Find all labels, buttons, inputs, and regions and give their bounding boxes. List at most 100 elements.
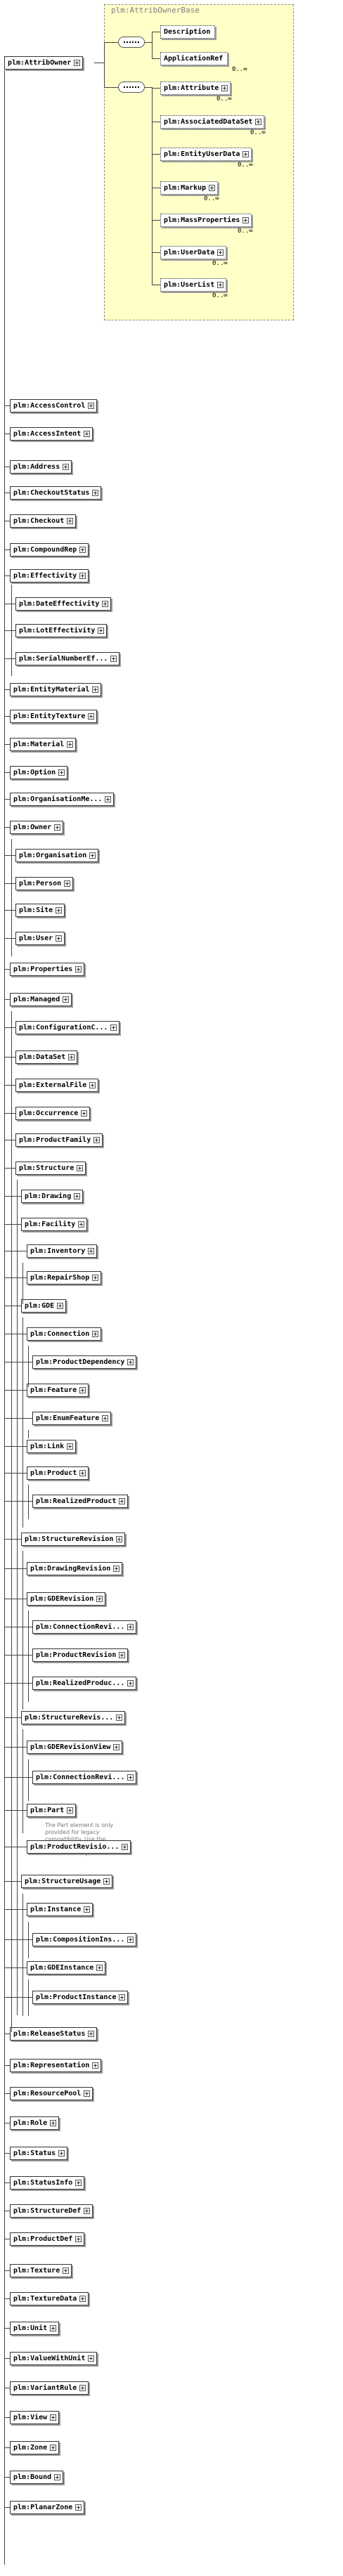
type-plm-gdeinstance[interactable]: plm:GDEInstance [27,1961,106,1975]
type-plm-productdef[interactable]: plm:ProductDef [10,2232,85,2246]
type-plm-massproperties[interactable]: plm:MassProperties [160,214,252,227]
type-plm-releasestatus[interactable]: plm:ReleaseStatus [10,2027,98,2041]
expand-icon[interactable] [122,1844,129,1850]
expand-icon[interactable] [93,1137,101,1143]
expand-icon[interactable] [79,1470,86,1476]
expand-icon[interactable] [96,1965,103,1971]
type-plm-valuewithunit[interactable]: plm:ValueWithUnit [10,2352,98,2365]
type-plm-drawing[interactable]: plm:Drawing [21,1190,84,1203]
type-plm-externalfile[interactable]: plm:ExternalFile [15,1079,99,1092]
expand-icon[interactable] [116,1536,123,1542]
expand-icon[interactable] [74,1193,81,1199]
expand-icon[interactable] [50,2445,57,2451]
type-plm-effectivity[interactable]: plm:Effectivity [10,569,89,583]
expand-icon[interactable] [89,1082,96,1088]
expand-icon[interactable] [58,2150,65,2157]
expand-icon[interactable] [50,2120,57,2126]
expand-icon[interactable] [102,1415,109,1422]
expand-icon[interactable] [116,1715,123,1721]
type-plm-realizedproduc[interactable]: plm:RealizedProduc... [32,1677,137,1690]
expand-icon[interactable] [103,1878,110,1885]
type-plm-structurerevis[interactable]: plm:StructureRevis... [21,1711,126,1724]
type-plm-site[interactable]: plm:Site [15,904,65,917]
expand-icon[interactable] [75,2504,82,2511]
type-plm-owner[interactable]: plm:Owner [10,821,64,834]
type-plm-attribute[interactable]: plm:Attribute [160,82,231,95]
expand-icon[interactable] [56,935,63,942]
expand-icon[interactable] [78,1221,85,1228]
expand-icon[interactable] [92,2062,99,2069]
type-plm-checkout[interactable]: plm:Checkout [10,514,77,528]
expand-icon[interactable] [54,2474,61,2480]
type-plm-userdata[interactable]: plm:UserData [160,246,227,259]
type-plm-planarzone[interactable]: plm:PlanarZone [10,2501,85,2514]
expand-icon[interactable] [242,151,250,157]
type-plm-accessintent[interactable]: plm:AccessIntent [10,427,93,441]
expand-icon[interactable] [84,2208,91,2214]
expand-icon[interactable] [75,2236,82,2242]
expand-icon[interactable] [89,852,96,859]
type-plm-bound[interactable]: plm:Bound [10,2471,64,2484]
type-plm-instance[interactable]: plm:Instance [27,1903,93,1916]
expand-icon[interactable] [113,1566,120,1572]
expand-icon[interactable] [255,119,262,125]
type-plm-structurerevision[interactable]: plm:StructureRevision [21,1533,126,1546]
type-plm-enumfeature[interactable]: plm:EnumFeature [32,1412,112,1425]
type-plm-connection[interactable]: plm:Connection [27,1327,102,1341]
type-plm-unit[interactable]: plm:Unit [10,2322,60,2335]
type-plm-productrevision[interactable]: plm:ProductRevision [32,1648,129,1662]
type-plm-feature[interactable]: plm:Feature [27,1384,89,1397]
type-plm-part[interactable]: plm:Part [27,1804,77,1817]
expand-icon[interactable] [84,2090,91,2097]
expand-icon[interactable] [79,2296,86,2302]
type-plm-link[interactable]: plm:Link [27,1440,77,1453]
expand-icon[interactable] [92,1331,99,1337]
expand-icon[interactable] [127,1937,134,1943]
expand-icon[interactable] [242,217,250,223]
type-applicationref[interactable]: ApplicationRef [160,52,228,65]
expand-icon[interactable] [98,627,105,634]
type-plm-connectionrevi[interactable]: plm:ConnectionRevi... [32,1771,137,1784]
expand-icon[interactable] [67,1443,74,1450]
type-plm-representation[interactable]: plm:Representation [10,2059,102,2072]
type-plm-checkoutstatus[interactable]: plm:CheckoutStatus [10,486,102,500]
type-plm-dataset[interactable]: plm:DataSet [15,1050,78,1064]
expand-icon[interactable] [54,824,61,831]
type-plm-resourcepool[interactable]: plm:ResourcePool [10,2087,93,2100]
type-plm-productrevisio[interactable]: plm:ProductRevisio... [27,1840,131,1854]
type-plm-serialnumberef[interactable]: plm:SerialNumberEf... [15,652,120,665]
expand-icon[interactable] [67,741,74,748]
type-plm-occurrence[interactable]: plm:Occurrence [15,1107,91,1120]
expand-icon[interactable] [105,796,112,802]
type-plm-realizedproduct[interactable]: plm:RealizedProduct [32,1495,129,1508]
expand-icon[interactable] [119,1652,126,1658]
type-plm-texture[interactable]: plm:Texture [10,2264,72,2277]
expand-icon[interactable] [88,1248,95,1254]
type-plm-material[interactable]: plm:Material [10,738,77,751]
expand-icon[interactable] [217,282,224,288]
type-plm-entitymaterial[interactable]: plm:EntityMaterial [10,683,102,696]
expand-icon[interactable] [84,1906,91,1913]
type-plm-entitytexture[interactable]: plm:EntityTexture [10,710,98,723]
type-plm-configurationc[interactable]: plm:ConfigurationC... [15,1021,120,1034]
expand-icon[interactable] [50,2325,57,2331]
type-plm-connectionrevi[interactable]: plm:ConnectionRevi... [32,1620,137,1634]
expand-icon[interactable] [88,2031,95,2037]
type-plm-loteffectivity[interactable]: plm:LotEffectivity [15,624,108,637]
expand-icon[interactable] [96,1596,103,1602]
expand-icon[interactable] [64,880,71,887]
expand-icon[interactable] [81,1110,88,1117]
type-plm-zone[interactable]: plm:Zone [10,2441,60,2454]
expand-icon[interactable] [75,2180,82,2186]
expand-icon[interactable] [79,1387,86,1393]
expand-icon[interactable] [209,185,216,191]
expand-icon[interactable] [217,249,224,256]
expand-icon[interactable] [75,966,82,972]
type-plm-variantrule[interactable]: plm:VariantRule [10,2381,89,2395]
expand-icon[interactable] [63,464,70,470]
expand-icon[interactable] [67,1807,74,1814]
expand-icon[interactable] [88,403,95,409]
type-plm-structuredef[interactable]: plm:StructureDef [10,2204,93,2218]
type-plm-structure[interactable]: plm:Structure [15,1162,86,1175]
type-plm-gderevisionview[interactable]: plm:GDERevisionView [27,1741,123,1754]
